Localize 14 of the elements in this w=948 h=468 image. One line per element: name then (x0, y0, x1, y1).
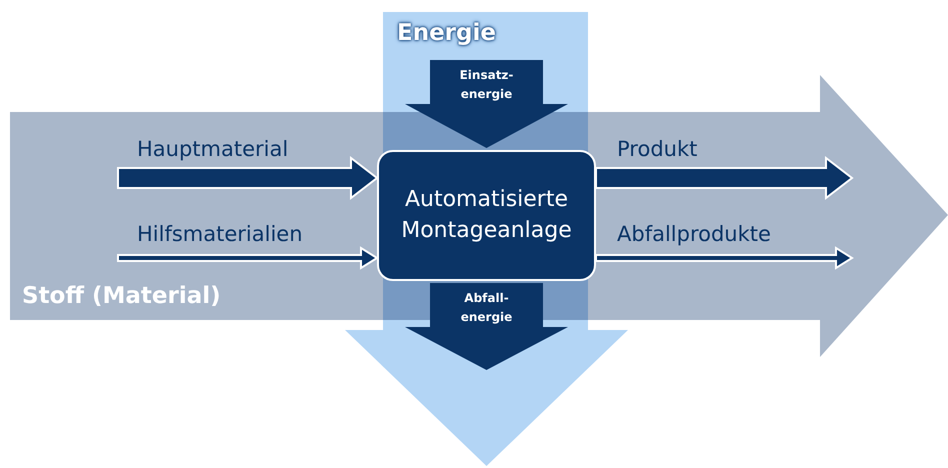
arrow (117, 246, 379, 270)
process-label: Automatisierte Montageanlage (400, 186, 573, 246)
process-box (377, 150, 596, 281)
arrow (595, 246, 854, 270)
band-title: Energie (397, 20, 496, 46)
arrow-label: Abfall- energie (460, 290, 514, 326)
edge-label: Produkt (617, 137, 698, 161)
arrow (117, 156, 379, 200)
edge-label: Hilfsmaterialien (137, 222, 303, 246)
arrow-label: Einsatz- energie (458, 67, 514, 103)
arrow (595, 156, 854, 200)
edge-label: Hauptmaterial (137, 137, 288, 161)
band-title: Stoff (Material) (22, 283, 221, 309)
edge-label: Abfallprodukte (617, 222, 771, 246)
